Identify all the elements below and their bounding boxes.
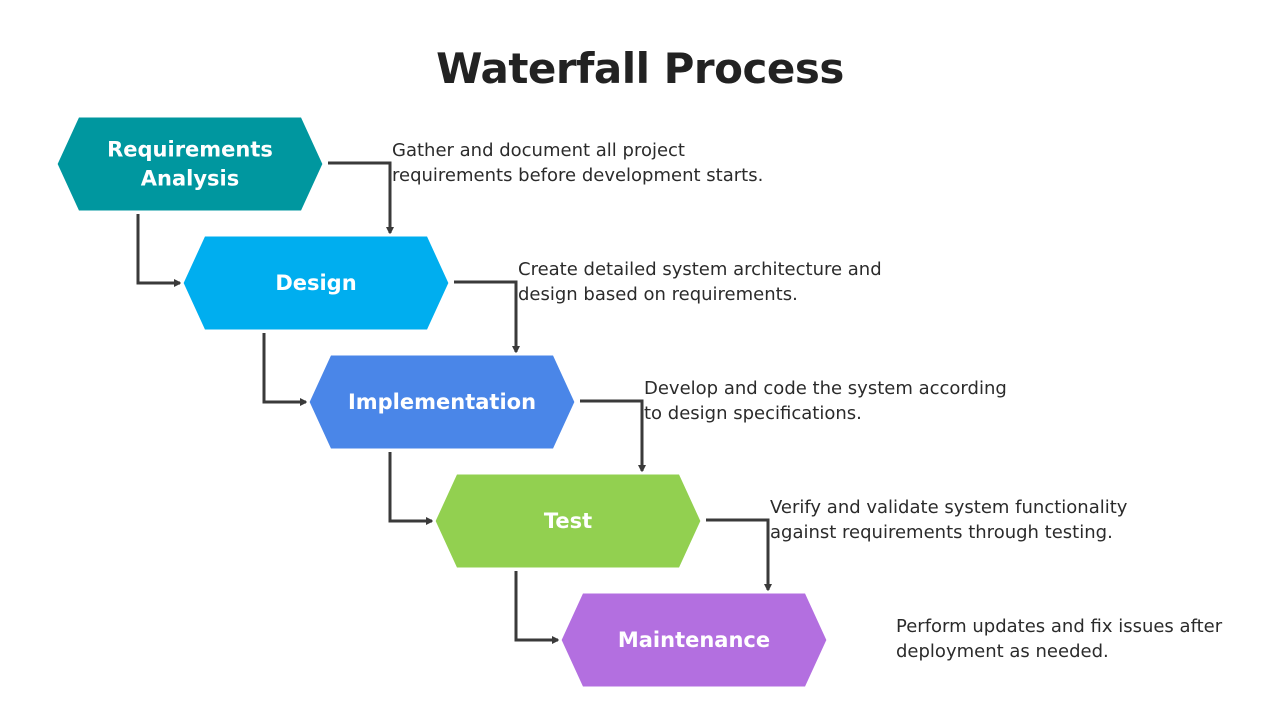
step-label: Test [544, 509, 592, 533]
step-hexagon [306, 352, 578, 452]
description-line: design based on requirements. [518, 284, 798, 305]
step-label: Requirements [107, 138, 273, 162]
step-label: Maintenance [618, 628, 770, 652]
connector-arrow-right [580, 399, 646, 473]
step-description-implementation: Develop and code the system according to … [644, 376, 1007, 426]
description-line: Create detailed system architecture and [518, 259, 882, 280]
step-maintenance: Maintenance [558, 590, 830, 690]
connector-arrow-left [388, 452, 434, 525]
step-description-design: Create detailed system architecture and d… [518, 257, 882, 307]
step-description-maintenance: Perform updates and fix issues after depl… [896, 614, 1222, 664]
step-label: Analysis [141, 167, 239, 191]
connector-arrow-left [514, 571, 560, 644]
description-line: Perform updates and fix issues after [896, 616, 1223, 637]
step-label: Implementation [348, 390, 536, 414]
step-label: Design [275, 271, 356, 295]
step-implementation: Implementation [306, 352, 578, 452]
description-line: to design specifications. [644, 403, 862, 424]
description-line: Gather and document all project [392, 140, 685, 161]
description-line: deployment as needed. [896, 641, 1109, 662]
description-line: Develop and code the system according [644, 378, 1007, 399]
connector-arrow-left [136, 214, 182, 287]
page-title: Waterfall Process [436, 44, 844, 93]
description-line: Verify and validate system functionality [770, 497, 1128, 518]
step-design: Design [180, 233, 452, 333]
connector-arrow-right [706, 518, 772, 592]
connector-arrow-left [262, 333, 308, 406]
step-hexagon [180, 233, 452, 333]
step-hexagon [432, 471, 704, 571]
step-hexagon [54, 114, 326, 214]
connector-arrow-right [328, 161, 394, 235]
step-description-test: Verify and validate system functionality… [770, 495, 1127, 545]
step-test: Test [432, 471, 704, 571]
description-line: against requirements through testing. [770, 522, 1113, 543]
step-description-requirements-analysis: Gather and document all project requireme… [392, 138, 763, 188]
connector-arrow-right [454, 280, 520, 354]
step-hexagon [558, 590, 830, 690]
description-line: requirements before development starts. [392, 165, 764, 186]
